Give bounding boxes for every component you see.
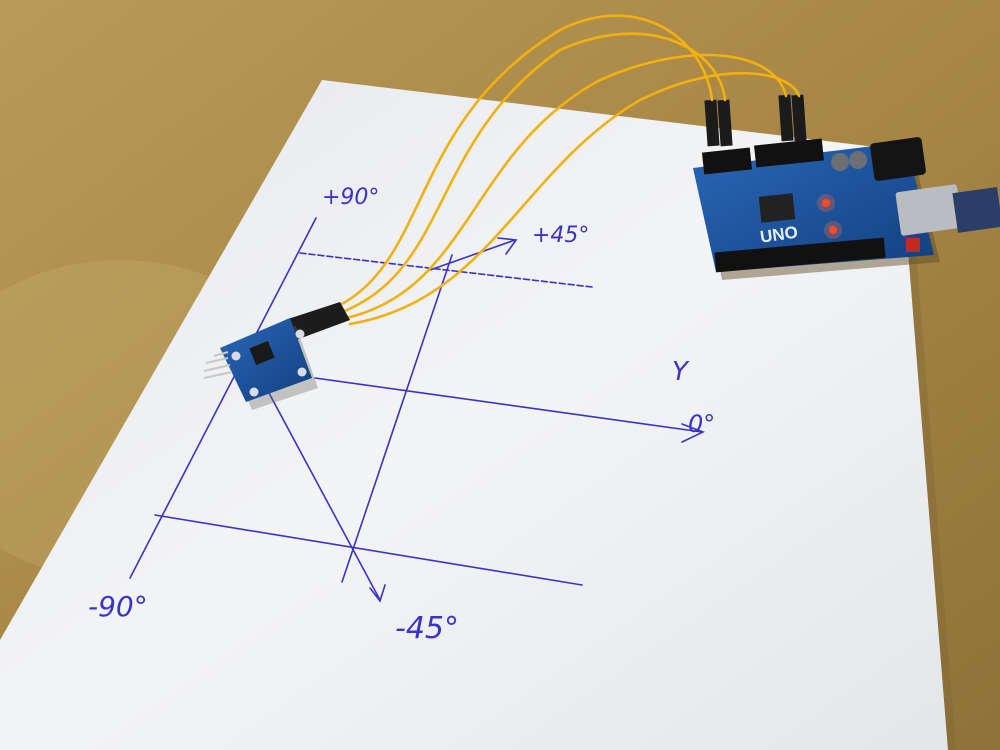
header-strip-bottom	[714, 237, 886, 273]
mount-hole-1	[231, 351, 241, 361]
wire-3	[344, 53, 788, 320]
header-strip-top-left	[701, 147, 753, 175]
wire-2	[340, 32, 727, 314]
lower-reference-line	[154, 514, 583, 586]
diagonal-to-minus45	[261, 379, 381, 601]
label-minus45: -45°	[395, 611, 459, 646]
usb-cable-plug	[952, 186, 1000, 233]
sensor-module	[203, 318, 318, 410]
jumper-pin-2	[717, 99, 733, 147]
wire-4	[348, 71, 801, 326]
axis-plus45-to-minus45	[341, 254, 453, 583]
usb-port	[895, 184, 963, 236]
jumper-pin-3	[778, 94, 794, 142]
arduino-uno-board: UNO	[693, 94, 1000, 280]
mount-hole-2	[295, 329, 305, 339]
capacitor-1	[831, 153, 849, 171]
label-axis-y: Y	[672, 357, 690, 387]
reset-button	[906, 238, 920, 252]
pin-3	[203, 364, 231, 372]
jumper-pin-4	[791, 94, 807, 142]
axis-zero	[314, 377, 703, 433]
upper-reference-line	[299, 252, 593, 288]
status-led-1	[822, 199, 830, 207]
status-led-2	[829, 226, 837, 234]
jumper-pin-1	[704, 99, 720, 147]
ink-drawing	[129, 217, 706, 603]
axis-plus90-to-minus90	[129, 217, 317, 579]
paper-shadow	[900, 150, 956, 750]
capacitor-2	[849, 151, 867, 169]
microcontroller-chip	[758, 193, 796, 223]
mount-hole-3	[249, 387, 259, 397]
jumper-wires	[336, 14, 801, 326]
header-strip-top-right	[754, 138, 824, 168]
power-jack	[870, 137, 926, 181]
label-plus45: +45°	[532, 223, 589, 248]
label-minus90: -90°	[88, 590, 148, 623]
mount-hole-4	[297, 367, 307, 377]
pin-2	[205, 357, 229, 364]
wire-1	[336, 14, 714, 308]
label-plus90: +90°	[322, 185, 379, 210]
sensor-header-pins	[203, 351, 233, 379]
arrowhead-zero	[681, 423, 706, 443]
arrowhead-plus45	[497, 237, 518, 255]
pin-1	[213, 351, 229, 357]
pin-4	[203, 371, 233, 379]
diagonal-to-plus45	[429, 239, 516, 271]
label-zero: 0°	[688, 410, 715, 438]
status-led-glow-1	[817, 194, 835, 212]
sensor-chip	[249, 340, 275, 366]
arrowhead-minus45	[369, 584, 386, 603]
status-led-glow-2	[824, 221, 842, 239]
